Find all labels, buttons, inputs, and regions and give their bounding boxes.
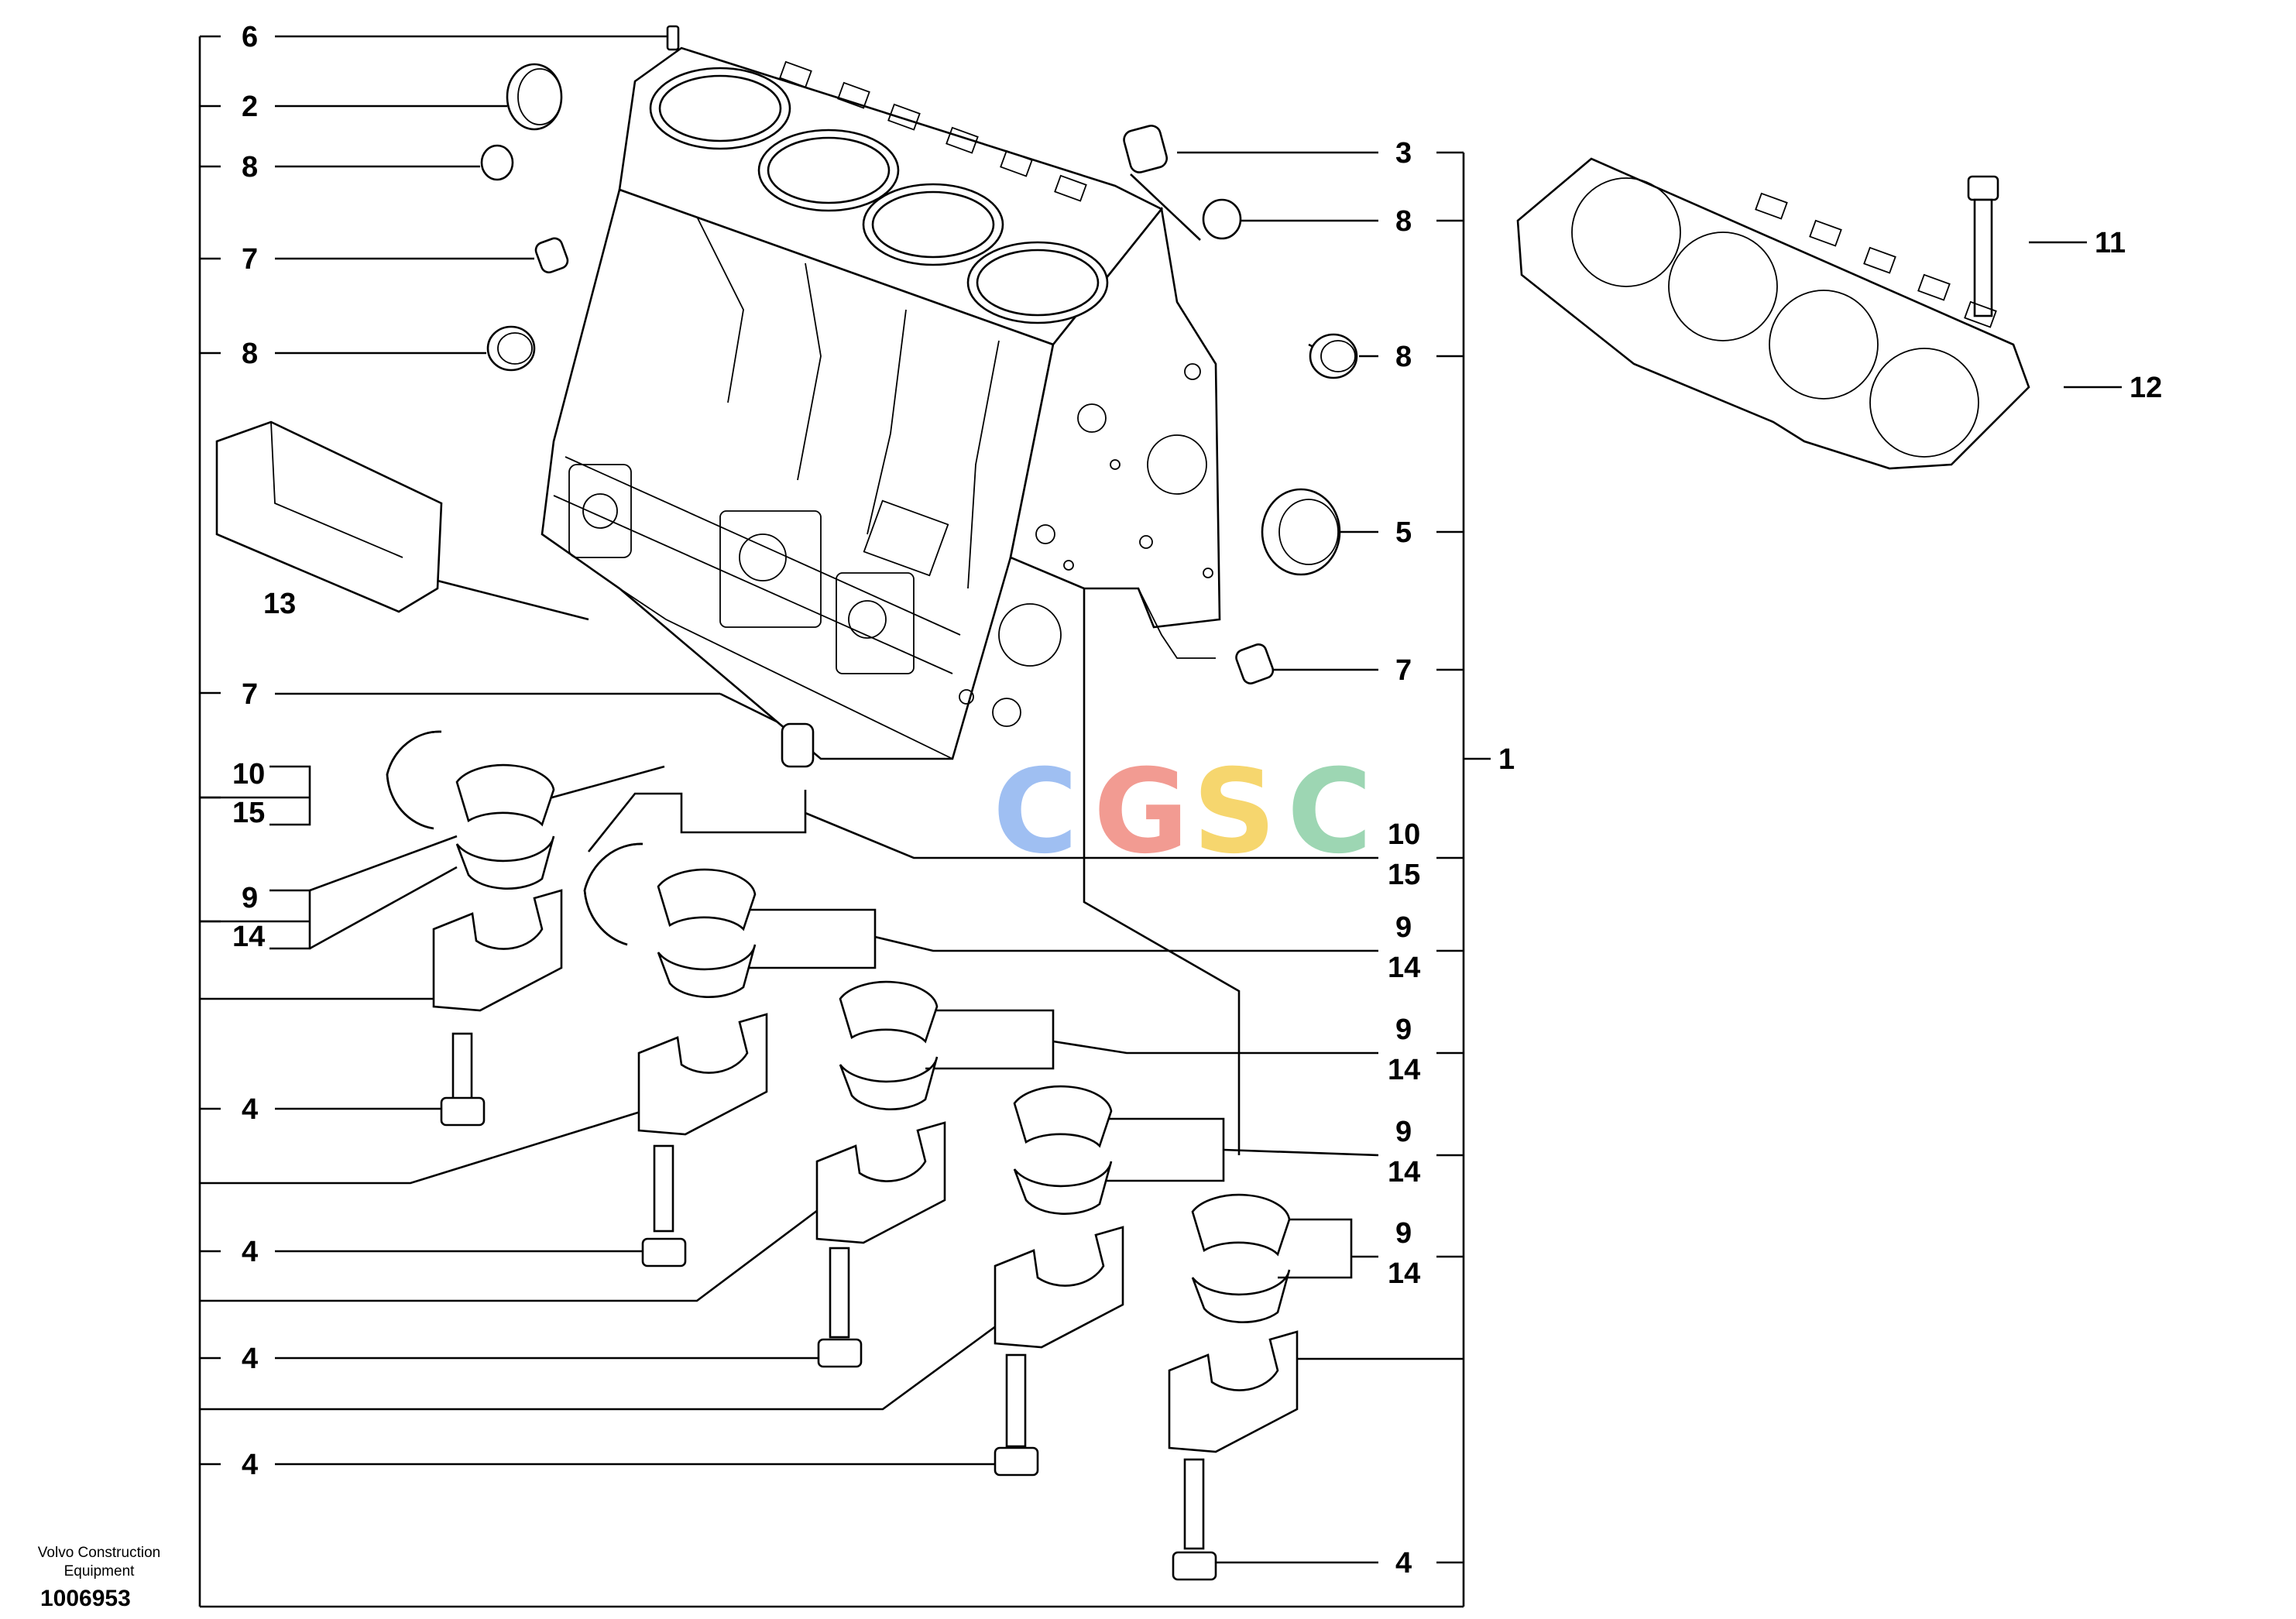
callout-15: 15 <box>1388 859 1420 891</box>
watermark-letter: G <box>1093 745 1189 880</box>
expansion-plug-8b <box>486 325 536 372</box>
watermark-letter: S <box>1193 745 1276 880</box>
main-bearing-set-5 <box>1168 1193 1299 1581</box>
callout-9: 9 <box>242 882 258 914</box>
plug-7a <box>534 237 569 274</box>
head-bolt-11 <box>1967 175 1999 317</box>
callout-15: 15 <box>232 797 265 829</box>
dowel-pin-6 <box>666 25 680 51</box>
right-bracket <box>1436 151 1491 1607</box>
seal-housing-5 <box>1261 488 1341 576</box>
watermark-letter: C <box>1287 745 1372 880</box>
callout-4: 4 <box>242 1449 258 1481</box>
callout-14: 14 <box>1388 952 1420 984</box>
expansion-plug-8c <box>1202 198 1242 240</box>
callout-4: 4 <box>242 1093 258 1126</box>
main-bearing-set-2 <box>637 868 768 1267</box>
callout-9: 9 <box>1395 1217 1412 1250</box>
callout-5: 5 <box>1395 516 1412 549</box>
main-bearing-set-1 <box>432 763 563 1127</box>
callout-8: 8 <box>1395 205 1412 238</box>
callout-2: 2 <box>242 91 258 123</box>
callout-4: 4 <box>242 1236 258 1268</box>
callout-1: 1 <box>1498 743 1515 776</box>
watermark-letter: C <box>993 745 1078 880</box>
thrust-washer-right <box>583 842 643 946</box>
callout-7: 7 <box>242 243 258 276</box>
callout-4: 4 <box>242 1343 258 1375</box>
thrust-washer-left <box>386 730 442 830</box>
expansion-plug-8d <box>1309 333 1358 379</box>
plug-3 <box>1123 125 1169 173</box>
callout-12: 12 <box>2130 372 2162 404</box>
callout-4: 4 <box>1395 1547 1412 1580</box>
callout-3: 3 <box>1395 137 1412 170</box>
oil-pan-part-13 <box>215 420 443 613</box>
leader-lines <box>200 35 2122 1564</box>
cylinder-block <box>541 46 1221 760</box>
callout-9: 9 <box>1395 1116 1412 1148</box>
callout-14: 14 <box>1388 1054 1420 1086</box>
callout-8: 8 <box>242 338 258 370</box>
document-number: 1006953 <box>40 1586 131 1611</box>
callout-11: 11 <box>2095 227 2126 259</box>
head-gasket-12 <box>1516 157 2030 470</box>
callout-9: 9 <box>1395 911 1412 944</box>
callout-7: 7 <box>242 678 258 711</box>
callout-14: 14 <box>232 921 265 953</box>
callout-6: 6 <box>242 21 258 53</box>
callout-8: 8 <box>1395 341 1412 373</box>
callout-9: 9 <box>1395 1014 1412 1046</box>
callout-7: 7 <box>1395 654 1412 687</box>
expansion-plug-8a <box>480 144 514 181</box>
callout-8: 8 <box>242 151 258 184</box>
plug-7c <box>781 722 815 768</box>
main-bearing-set-3 <box>815 980 946 1368</box>
callout-14: 14 <box>1388 1257 1420 1290</box>
brand-name: Volvo Construction Equipment <box>37 1545 161 1580</box>
callout-10: 10 <box>232 758 265 791</box>
expansion-plug-2 <box>506 63 563 131</box>
cgsc-watermark: C G S C <box>993 745 1372 880</box>
left-bracket <box>198 35 1464 1608</box>
callout-14: 14 <box>1388 1156 1420 1189</box>
main-bearing-set-4 <box>994 1085 1124 1477</box>
callout-labels: 6 2 8 7 8 13 7 10 15 9 14 4 4 4 4 3 8 8 … <box>232 21 2162 1580</box>
callout-10: 10 <box>1388 818 1420 851</box>
plug-7b <box>1235 643 1275 684</box>
callout-13: 13 <box>263 588 296 620</box>
